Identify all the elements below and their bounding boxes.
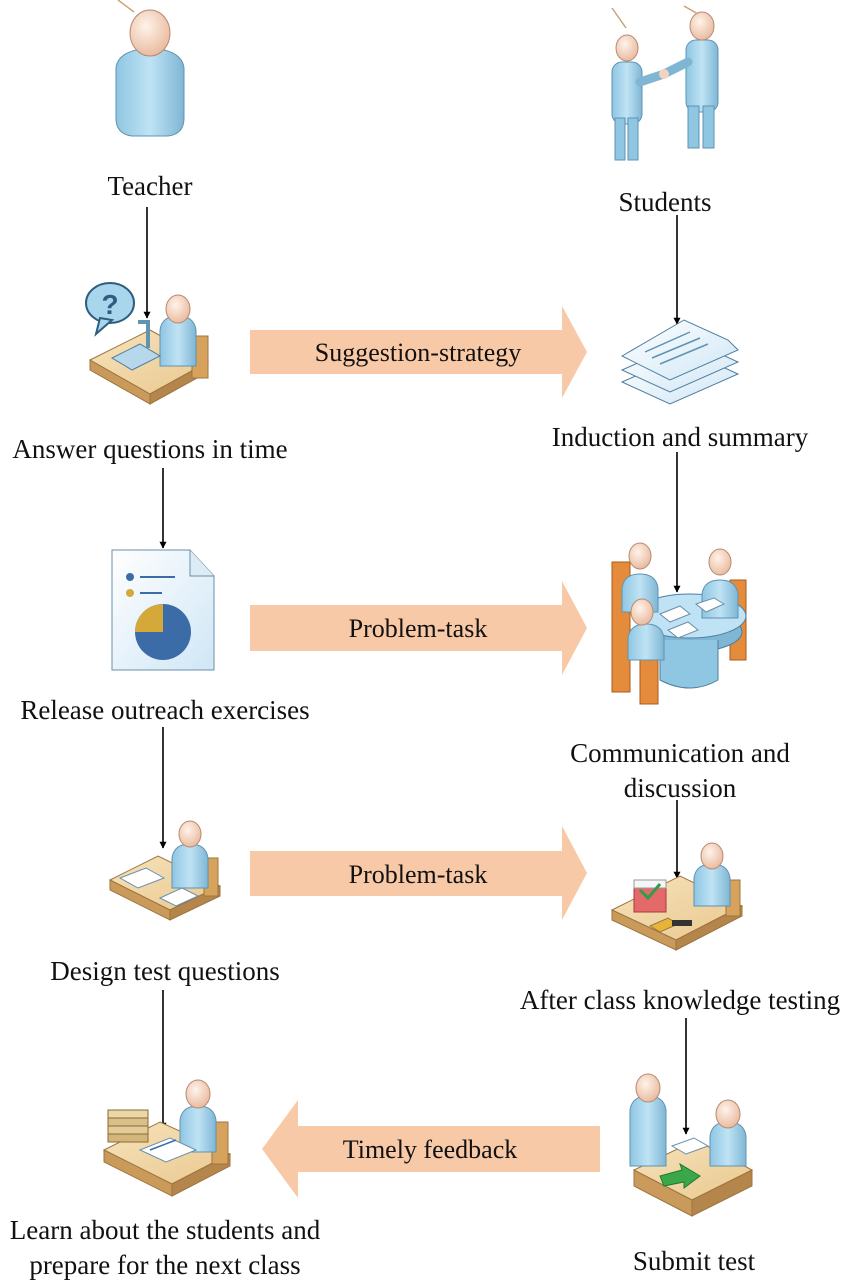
- timely-feedback-arrow: Timely feedback: [262, 1100, 600, 1198]
- node-communication-line1: Communication and: [570, 738, 790, 768]
- svg-text:?: ?: [101, 289, 118, 320]
- node-after-class-testing: After class knowledge testing: [520, 985, 840, 1015]
- node-learn-line2: prepare for the next class: [29, 1250, 300, 1280]
- phone-desk-icon: ?: [85, 282, 210, 405]
- suggestion-strategy-label: Suggestion-strategy: [315, 338, 522, 367]
- problem-task-arrow-2: Problem-task: [250, 826, 587, 920]
- node-communication-line2: discussion: [624, 773, 737, 803]
- chart-document-icon: [111, 549, 215, 671]
- stacked-papers-icon: [620, 319, 740, 405]
- person-icon: [115, 0, 185, 137]
- desk-handover-icon: [629, 1073, 754, 1217]
- node-submit-test: Submit test: [633, 1246, 756, 1276]
- node-answer-questions: Answer questions in time: [12, 434, 287, 464]
- desk-books-icon: [102, 1079, 232, 1197]
- node-learn-line1: Learn about the students and: [10, 1215, 321, 1245]
- node-design-test: Design test questions: [50, 956, 280, 986]
- problem-task-label-1: Problem-task: [349, 614, 488, 643]
- handshake-icon: [611, 5, 719, 161]
- suggestion-strategy-arrow: Suggestion-strategy: [250, 306, 587, 398]
- node-teacher: Teacher: [107, 171, 192, 201]
- problem-task-arrow-1: Problem-task: [250, 581, 587, 675]
- desk-writing-icon: [108, 820, 222, 921]
- connectors: [143, 207, 690, 1135]
- meeting-table-icon: [611, 542, 747, 705]
- desk-grading-icon: [610, 842, 744, 951]
- problem-task-label-2: Problem-task: [349, 860, 488, 889]
- node-release-exercises: Release outreach exercises: [20, 695, 309, 725]
- node-students: Students: [618, 187, 711, 217]
- node-induction-summary: Induction and summary: [552, 422, 809, 452]
- timely-feedback-label: Timely feedback: [343, 1135, 518, 1164]
